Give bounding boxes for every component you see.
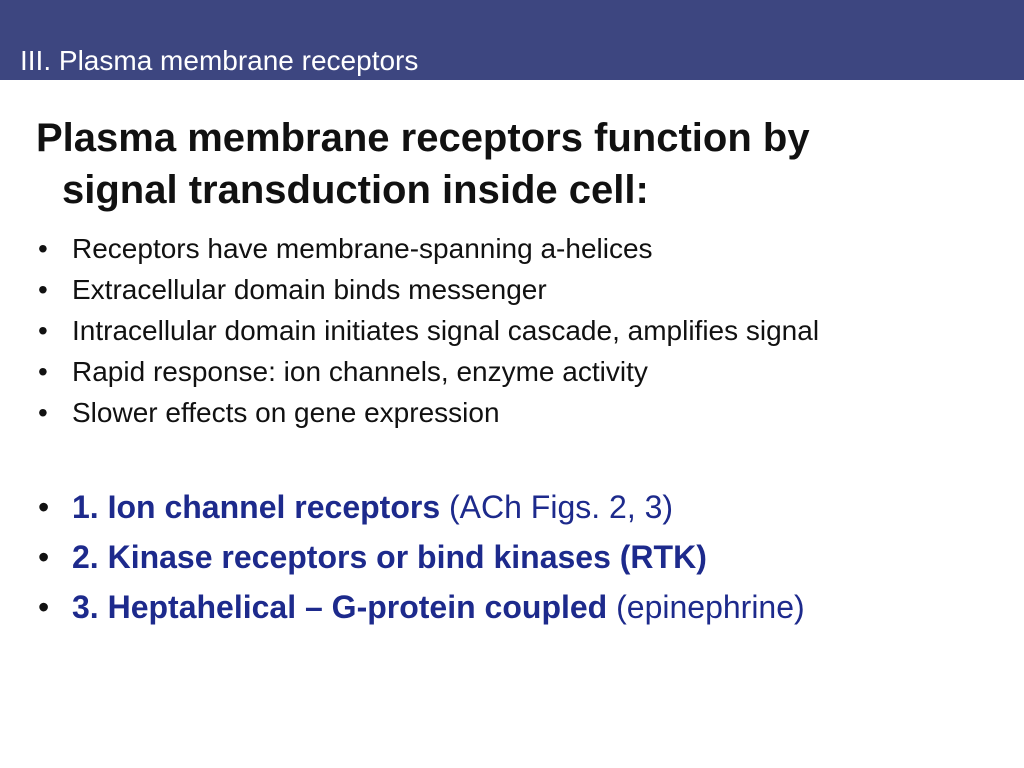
- bullet-item: • Rapid response: ion channels, enzyme a…: [36, 351, 1016, 392]
- slide-heading: Plasma membrane receptors function by si…: [36, 112, 996, 216]
- receptor-type-list: • 1. Ion channel receptors (ACh Figs. 2,…: [36, 482, 1016, 632]
- bullet-dot-icon: •: [38, 589, 50, 625]
- bullet-dot-icon: •: [38, 489, 50, 525]
- bullet-item: • Receptors have membrane-spanning a-hel…: [36, 228, 1016, 269]
- receptor-type-label: 1. Ion channel receptors: [72, 489, 441, 525]
- bullet-text: Slower effects on gene expression: [72, 397, 500, 428]
- receptor-type-note: (ACh Figs. 2, 3): [440, 489, 674, 525]
- receptor-type-label: 3. Heptahelical – G-protein coupled: [72, 589, 608, 625]
- receptor-type-item: • 3. Heptahelical – G-protein coupled (e…: [36, 582, 1016, 632]
- receptor-type-item: • 2. Kinase receptors or bind kinases (R…: [36, 532, 1016, 582]
- bullet-list: • Receptors have membrane-spanning a-hel…: [36, 228, 1016, 433]
- bullet-text: Intracellular domain initiates signal ca…: [72, 315, 820, 346]
- bullet-text: Extracellular domain binds messenger: [72, 274, 547, 305]
- bullet-dot-icon: •: [38, 274, 48, 305]
- bullet-item: • Slower effects on gene expression: [36, 392, 1016, 433]
- receptor-type-label: 2. Kinase receptors or bind kinases (RTK…: [72, 539, 707, 575]
- receptor-type-note: (epinephrine): [607, 589, 805, 625]
- heading-line-2: signal transduction inside cell:: [62, 168, 649, 212]
- bullet-dot-icon: •: [38, 397, 48, 428]
- bullet-dot-icon: •: [38, 315, 48, 346]
- slide-header-bar: III. Plasma membrane receptors: [0, 0, 1024, 80]
- bullet-dot-icon: •: [38, 539, 50, 575]
- bullet-dot-icon: •: [38, 233, 48, 264]
- bullet-item: • Extracellular domain binds messenger: [36, 269, 1016, 310]
- bullet-text: Receptors have membrane-spanning a-helic…: [72, 233, 653, 264]
- bullet-item: • Intracellular domain initiates signal …: [36, 310, 1016, 351]
- heading-line-1: Plasma membrane receptors function by: [36, 116, 810, 160]
- receptor-type-item: • 1. Ion channel receptors (ACh Figs. 2,…: [36, 482, 1016, 532]
- bullet-text: Rapid response: ion channels, enzyme act…: [72, 356, 648, 387]
- bullet-dot-icon: •: [38, 356, 48, 387]
- slide-title: III. Plasma membrane receptors: [20, 45, 419, 76]
